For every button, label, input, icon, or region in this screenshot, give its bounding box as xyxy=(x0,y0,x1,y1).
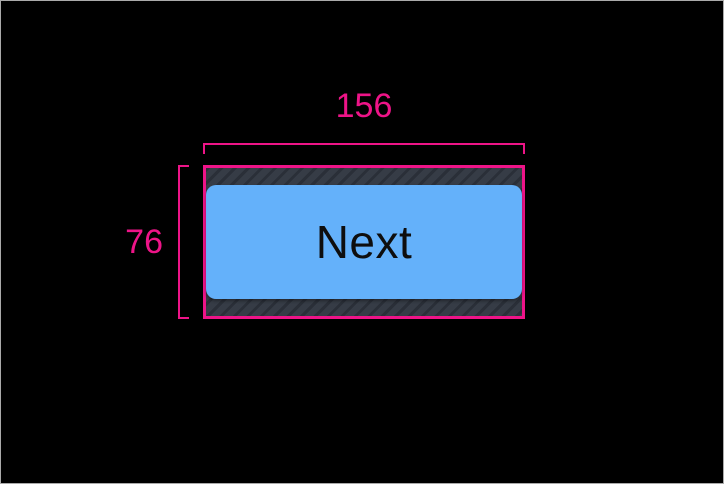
touch-target-hatch-area: Next xyxy=(203,165,525,319)
width-dimension-label: 156 xyxy=(335,87,393,125)
height-dimension-bracket xyxy=(178,165,189,319)
next-button[interactable]: Next xyxy=(206,185,522,299)
width-dimension-bracket xyxy=(203,143,525,154)
height-dimension-label: 76 xyxy=(125,222,163,261)
